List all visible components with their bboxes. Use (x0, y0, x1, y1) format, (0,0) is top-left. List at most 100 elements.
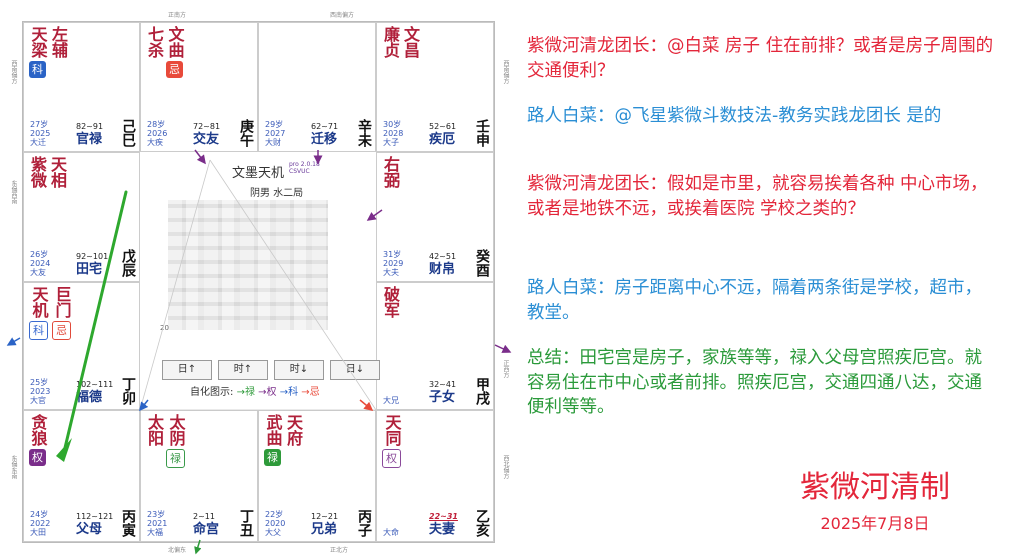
star-group: 右弼 (381, 156, 400, 188)
legend-prefix: 自化图示: (190, 387, 234, 398)
palace-name: 福德 (76, 390, 103, 405)
ziwei-chart: 正南方 西南偏方 西南偏方 东偏西南 东偏东南 西南偏方 正西方 西北偏方 北偏… (6, 12, 512, 555)
blurred-info (168, 200, 328, 330)
direction-label: 正西方 (502, 360, 509, 378)
decade-range: 42~51 (429, 252, 457, 261)
star: 天同权 (382, 414, 402, 468)
star: 天梁科 (29, 26, 48, 78)
star-group: 天梁科左辅 (29, 26, 68, 78)
star-group: 天同权 (382, 414, 402, 468)
decade-range: 22~31 (429, 512, 458, 521)
hour-down-button[interactable]: 时↓ (274, 360, 324, 380)
star-name: 武曲 (263, 414, 283, 446)
palace-name: 疾厄 (429, 132, 456, 147)
direction-label: 正北方 (330, 547, 349, 554)
star-group: 贪狼权 (29, 414, 48, 466)
sihua-badge: 忌 (52, 321, 71, 340)
chart-subtitle: 阴男 水二局 (250, 188, 304, 199)
direction-label: 西北偏方 (502, 455, 509, 479)
star: 武曲禄 (263, 414, 283, 466)
star-name: 廉贞 (381, 26, 400, 58)
ganzhi: 壬申 (474, 119, 490, 147)
star: 右弼 (381, 156, 400, 188)
decade-range: 72~81 (193, 122, 221, 131)
decade-range: 32~41 (429, 380, 457, 389)
sihua-badge: 忌 (166, 61, 183, 78)
star-name: 天同 (382, 414, 402, 446)
star-name: 天机 (29, 286, 49, 318)
palace-name: 父母 (76, 522, 103, 537)
day-up-button[interactable]: 日↑ (162, 360, 212, 380)
legend-quan: →权 (258, 387, 277, 398)
decade-range: 12~21 (311, 512, 339, 521)
signature-title: 紫微河清制 (800, 470, 950, 505)
direction-label: 正南方 (168, 12, 187, 19)
star-group: 天机科巨门忌 (29, 286, 72, 340)
age-info: 22岁 2020 大父 (265, 510, 286, 537)
self-hua-legend: 自化图示: →禄 →权 →科 →忌 (190, 383, 320, 398)
decade-range: 52~61 (429, 122, 457, 131)
star-group: 七杀文曲忌 (145, 26, 185, 78)
sihua-badge: 科 (29, 61, 46, 78)
age-info: 29岁 2027 大财 (265, 120, 286, 147)
decade-range: 2~11 (193, 512, 215, 521)
star-name: 太阳 (145, 414, 164, 446)
ganzhi: 丁卯 (120, 377, 136, 405)
age-info: 大命 (383, 528, 399, 537)
age-info: 26岁 2024 大友 (30, 250, 51, 277)
direction-label: 东偏西南 (10, 180, 17, 204)
ganzhi: 癸酉 (474, 249, 490, 277)
star-name: 天府 (284, 414, 303, 446)
conversation: 紫微河清龙团长：@白菜 房子 住在前排？或者是房子周围的交通便利？ 路人白菜：@… (527, 0, 1007, 420)
chart-center: 文墨天机 pro 2.0.18 CSVUC 阴男 水二局 20 日↑ 时↑ 时↓… (160, 154, 380, 398)
message-2: 路人白菜：@飞星紫微斗数技法-教务实践龙团长 是的 (527, 106, 942, 126)
age-info: 30岁 2028 大子 (383, 120, 404, 147)
palace-name: 夫妻 (429, 522, 456, 537)
ganzhi: 己巳 (120, 119, 136, 147)
palace-name: 子女 (429, 390, 456, 405)
legend-ke: →科 (279, 387, 299, 398)
ganzhi: 辛未 (356, 119, 372, 147)
star-group: 廉贞文昌 (381, 26, 420, 58)
hour-up-button[interactable]: 时↑ (218, 360, 268, 380)
age-info: 24岁 2022 大田 (30, 510, 51, 537)
star-group: 破军 (381, 286, 400, 318)
decade-range: 112~121 (76, 512, 114, 521)
sihua-badge: 科 (29, 321, 48, 340)
ganzhi: 丙寅 (120, 509, 136, 537)
chart-frame (22, 21, 495, 543)
palace-name: 财帛 (429, 262, 456, 277)
day-down-button[interactable]: 日↓ (330, 360, 380, 380)
palace-name: 交友 (193, 132, 220, 147)
age-info: 23岁 2021 大福 (147, 510, 168, 537)
decade-range: 82~91 (76, 122, 104, 131)
palace-name: 官禄 (76, 132, 103, 147)
ganzhi: 丁丑 (238, 509, 254, 537)
star: 破军 (381, 286, 400, 318)
star: 贪狼权 (29, 414, 48, 466)
star-group: 紫微天相 (28, 156, 67, 188)
star: 文昌 (401, 26, 420, 58)
side-number: 20 (160, 324, 169, 332)
app-title: 文墨天机 (232, 166, 285, 181)
direction-label: 北偏东 (168, 547, 187, 554)
sihua-badge: 权 (382, 449, 401, 468)
star: 文曲忌 (166, 26, 185, 78)
star-name: 左辅 (49, 26, 68, 58)
direction-label: 东偏东南 (10, 455, 17, 479)
direction-label: 西南偏方 (330, 12, 355, 19)
sihua-badge: 禄 (166, 449, 185, 468)
star: 太阳 (145, 414, 164, 468)
